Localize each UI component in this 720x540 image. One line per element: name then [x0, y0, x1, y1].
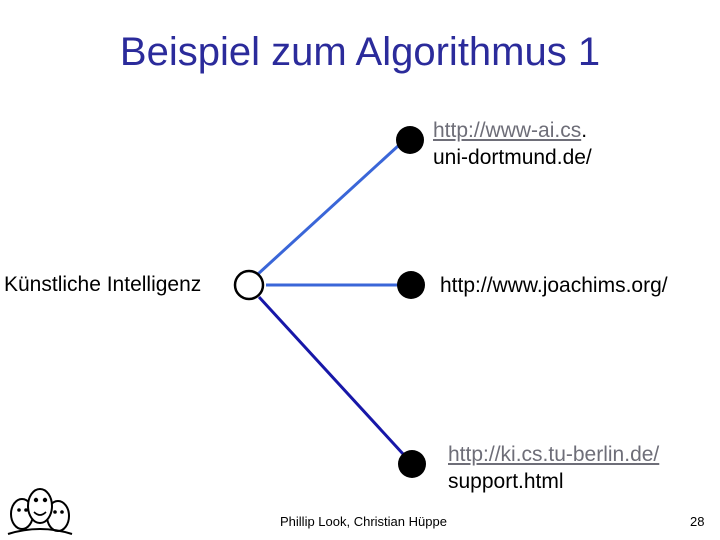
leaf-node-1-label: http://www-ai.cs. uni-dortmund.de/	[433, 117, 592, 171]
cartoon-heads-icon	[7, 488, 73, 535]
leaf-node-1-link[interactable]: http://www-ai.cs	[433, 119, 582, 142]
leaf-node-2-label: http://www.joachims.org/	[440, 274, 668, 297]
center-node	[233, 269, 265, 301]
leaf-node-3-link[interactable]: http://ki.cs.tu-berlin.de/	[448, 443, 660, 466]
page-number: 28	[690, 514, 705, 529]
leaf-node-1-suffix: .	[581, 119, 588, 142]
leaf-node-1	[396, 126, 424, 154]
edge-to-node-1	[256, 144, 400, 276]
leaf-node-3	[398, 450, 426, 478]
slide-title: Beispiel zum Algorithmus 1	[119, 30, 601, 74]
leaf-node-3-second-line: support.html	[448, 470, 564, 493]
leaf-node-2	[397, 271, 425, 299]
leaf-node-3-label: http://ki.cs.tu-berlin.de/ support.html	[448, 441, 659, 495]
edge-to-node-3	[257, 295, 406, 457]
center-node-label: Künstliche Intelligenz	[4, 273, 202, 296]
footer-authors: Phillip Look, Christian Hüppe	[280, 514, 447, 529]
leaf-node-1-second-line: uni-dortmund.de/	[433, 146, 592, 169]
